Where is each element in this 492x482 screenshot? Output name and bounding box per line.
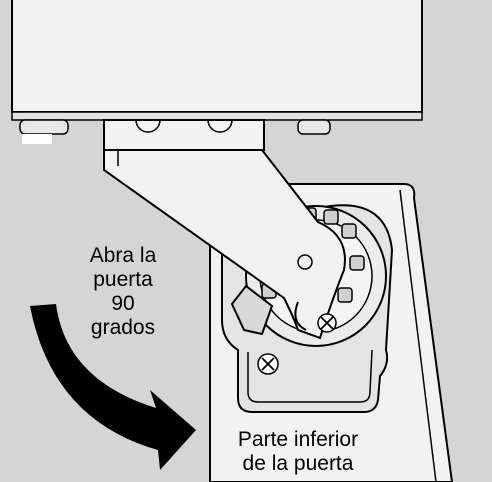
door-bottom-line-2: de la puerta bbox=[242, 452, 354, 475]
open-door-line-4: grados bbox=[90, 316, 156, 339]
curved-arrow bbox=[30, 304, 196, 470]
left-foot bbox=[19, 119, 69, 135]
hinge-plate-hole-2 bbox=[207, 119, 233, 133]
door-stop-block bbox=[230, 284, 274, 336]
right-foot bbox=[297, 119, 331, 135]
open-door-label: Abra la puerta 90 grados bbox=[62, 244, 184, 340]
hinge-pin bbox=[297, 254, 313, 270]
door-bottom-label: Parte inferior de la puerta bbox=[204, 428, 392, 476]
door-panel-edge bbox=[399, 189, 437, 482]
screw-icon bbox=[317, 313, 337, 333]
open-door-line-2: puerta bbox=[93, 268, 153, 291]
hinge-pin-slot bbox=[294, 301, 307, 331]
hinge-plate bbox=[103, 119, 265, 151]
hinge-pocket-inner bbox=[247, 349, 373, 403]
hinge-plate-hole-1 bbox=[135, 119, 161, 133]
open-door-line-1: Abra la bbox=[89, 244, 157, 267]
cabinet-bottom-edge bbox=[11, 111, 423, 121]
door-bottom-line-1: Parte inferior bbox=[237, 428, 359, 451]
hinge-bracket bbox=[103, 149, 346, 340]
cabinet-panel bbox=[11, 0, 423, 113]
open-door-line-3: 90 bbox=[111, 292, 135, 315]
screw-icon bbox=[257, 353, 279, 375]
left-foot-shadow bbox=[22, 134, 52, 144]
